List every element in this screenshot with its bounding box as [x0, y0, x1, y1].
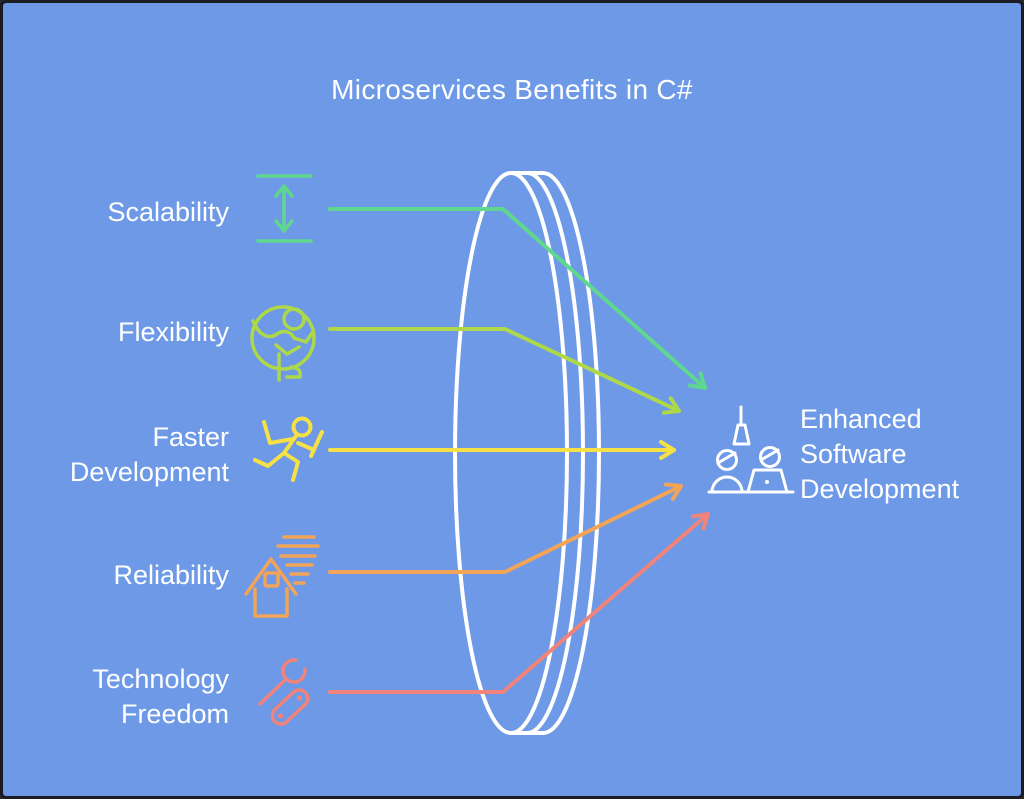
benefit-label-faster-development: Faster Development	[69, 422, 229, 487]
arrow-flexibility	[328, 327, 681, 415]
arrow-technology-freedom	[328, 512, 710, 694]
outcome-label: Enhanced Software Development	[800, 404, 960, 504]
resize-vertical-icon	[256, 174, 313, 243]
arrow-reliability	[328, 482, 683, 574]
page-title: Microservices Benefits in C#	[331, 74, 693, 105]
lens-shape	[453, 171, 602, 735]
benefit-label-flexibility: Flexibility	[117, 317, 229, 347]
arrow-scalability	[328, 207, 707, 390]
house-wind-icon	[244, 535, 320, 618]
benefit-label-scalability: Scalability	[107, 197, 229, 227]
running-person-icon	[253, 416, 324, 482]
benefit-label-reliability: Reliability	[113, 560, 229, 590]
wrench-tools-icon	[258, 658, 310, 726]
team-at-desk-icon	[707, 405, 795, 494]
benefit-label-technology-freedom: Technology Freedom	[92, 664, 229, 729]
gymnast-icon	[250, 305, 316, 382]
